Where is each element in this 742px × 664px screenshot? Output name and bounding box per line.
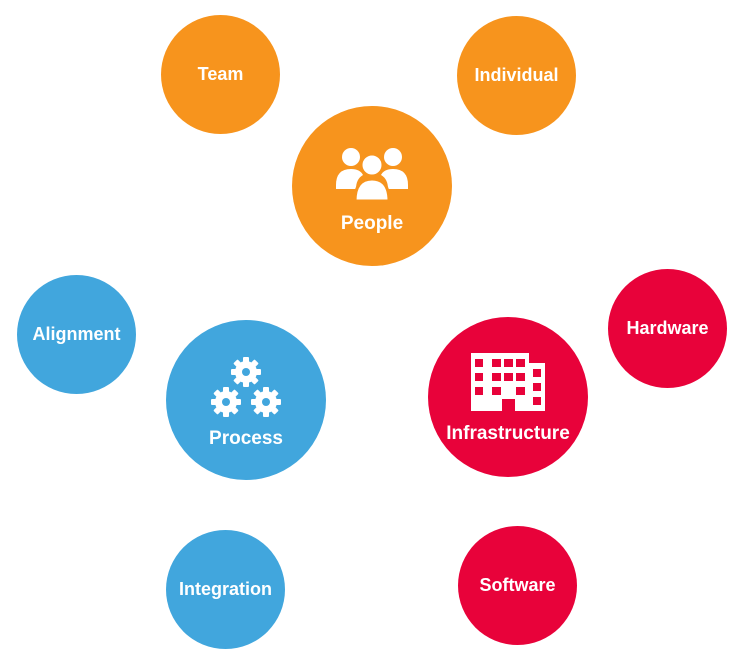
people-node: People bbox=[292, 106, 452, 266]
individual-node: Individual bbox=[457, 16, 576, 135]
software-label: Software bbox=[479, 575, 556, 595]
individual-label: Individual bbox=[474, 65, 559, 85]
infrastructure-label: Infrastructure bbox=[446, 423, 570, 444]
team-node: Team bbox=[161, 15, 280, 134]
process-node: Process bbox=[166, 320, 326, 480]
alignment-node: Alignment bbox=[17, 275, 136, 394]
building-icon bbox=[471, 353, 545, 411]
gears-icon bbox=[211, 357, 281, 417]
hardware-node: Hardware bbox=[608, 269, 727, 388]
software-node: Software bbox=[458, 526, 577, 645]
integration-node: Integration bbox=[166, 530, 285, 649]
alignment-label: Alignment bbox=[32, 324, 121, 344]
infrastructure-node: Infrastructure bbox=[428, 317, 588, 477]
process-label: Process bbox=[209, 428, 283, 449]
integration-label: Integration bbox=[179, 579, 272, 599]
people-label: People bbox=[340, 213, 404, 234]
hardware-label: Hardware bbox=[626, 318, 709, 338]
people-group-icon bbox=[336, 148, 408, 201]
team-label: Team bbox=[197, 64, 244, 84]
